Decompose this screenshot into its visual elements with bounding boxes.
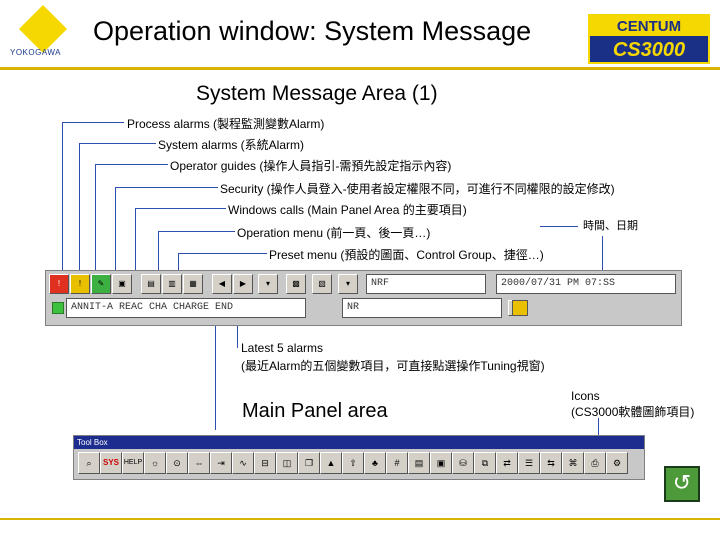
sys-button[interactable]: SYS xyxy=(100,452,122,474)
yokogawa-logo-text: YOKOGAWA xyxy=(10,48,61,57)
transfer-icon[interactable]: ⇄ xyxy=(496,452,518,474)
label-preset-menu: Preset menu (預設的圖面、Control Group、捷徑…) xyxy=(269,248,544,262)
comment-icon[interactable]: ◫ xyxy=(276,452,298,474)
operator-guide-button[interactable]: ✎ xyxy=(91,274,111,294)
datetime-field: 2000/07/31 PM 07:SS xyxy=(496,274,676,294)
arrows-in-icon[interactable]: ⇔ xyxy=(188,452,210,474)
system-message-window: ! ! ✎ ▣ ▤ ▥ ▦ ◀ ▶ ▾ ▩ ▧ ▾ NRF 2000/07/31… xyxy=(45,270,682,326)
list-icon[interactable]: ☰ xyxy=(518,452,540,474)
label-icons-detail: (CS3000軟體圖飾項目) xyxy=(571,405,695,419)
label-latest-alarms-detail: (最近Alarm的五個變數項目，可直接點選操作Tuning視窗) xyxy=(241,359,545,373)
window-icon[interactable]: ▧ xyxy=(312,274,332,294)
search-icon[interactable]: ⌕ xyxy=(78,452,100,474)
alarm-status-icon xyxy=(52,302,64,314)
panel-icon[interactable]: ▤ xyxy=(408,452,430,474)
gauge-icon[interactable]: ⊙ xyxy=(166,452,188,474)
database-icon[interactable]: ⛁ xyxy=(452,452,474,474)
next-page-button[interactable]: ▶ xyxy=(233,274,253,294)
copy-icon[interactable]: ⧉ xyxy=(474,452,496,474)
section-title: System Message Area (1) xyxy=(196,82,438,105)
tool-box: Tool Box ⌕ SYS HELP ☼ ⊙ ⇔ ⇥ ∿ ⊟ ◫ ❐ ▲ ⇧ … xyxy=(73,435,645,480)
return-button[interactable]: ↺ xyxy=(664,466,700,502)
bulb-icon[interactable]: ☼ xyxy=(144,452,166,474)
prev-page-button[interactable]: ◀ xyxy=(212,274,232,294)
label-main-panel-area: Main Panel area xyxy=(242,400,388,422)
window-stack-icon[interactable]: ❐ xyxy=(298,452,320,474)
label-process-alarms: Process alarms (製程監測變數Alarm) xyxy=(127,117,325,131)
security-button[interactable]: ▣ xyxy=(112,274,132,294)
label-operation-menu: Operation menu (前一頁、後一頁…) xyxy=(237,226,431,240)
label-system-alarms: System alarms (系統Alarm) xyxy=(158,138,305,152)
message-flag-icon[interactable] xyxy=(512,300,528,316)
window-call-graphic-button[interactable]: ▥ xyxy=(162,274,182,294)
footer-divider xyxy=(0,518,720,520)
tool-box-title: Tool Box xyxy=(74,436,644,449)
window-call-overview-button[interactable]: ▤ xyxy=(141,274,161,294)
collapse-icon[interactable]: ⇥ xyxy=(210,452,232,474)
label-datetime: 時間、日期 xyxy=(583,220,638,232)
graph-icon[interactable]: ▲ xyxy=(320,452,342,474)
label-icons: Icons xyxy=(571,389,600,403)
monitor-icon[interactable]: ▣ xyxy=(430,452,452,474)
label-security: Security (操作人員登入-使用者設定權限不同，可進行不同權限的設定修改) xyxy=(220,182,615,196)
label-latest-alarms: Latest 5 alarms xyxy=(241,341,324,355)
up-arrow-icon[interactable]: ⇧ xyxy=(342,452,364,474)
sequence-icon[interactable]: ⊟ xyxy=(254,452,276,474)
page-title: Operation window: System Message xyxy=(93,16,532,46)
trend-icon[interactable]: ∿ xyxy=(232,452,254,474)
print-icon[interactable]: ⎙ xyxy=(584,452,606,474)
latest-alarm-message[interactable]: ANNIT-A REAC CHA CHARGE END xyxy=(66,298,306,318)
network-icon[interactable]: ⌘ xyxy=(562,452,584,474)
swap-icon[interactable]: ⇆ xyxy=(540,452,562,474)
header-divider xyxy=(0,67,720,70)
tree-icon[interactable]: ♣ xyxy=(364,452,386,474)
help-button[interactable]: HELP xyxy=(122,452,144,474)
label-windows-calls: Windows calls (Main Panel Area 的主要項目) xyxy=(228,203,467,217)
process-alarm-button[interactable]: ! xyxy=(49,274,69,294)
alarm-nr-field[interactable]: NR xyxy=(342,298,502,318)
window-grid-icon[interactable]: ▩ xyxy=(286,274,306,294)
preset-menu-button[interactable]: ▾ xyxy=(258,274,278,294)
centum-cs3000-logo: CENTUM CS3000 xyxy=(588,14,710,64)
grid-icon[interactable]: # xyxy=(386,452,408,474)
settings-icon[interactable]: ⚙ xyxy=(606,452,628,474)
brand-top-text: CENTUM xyxy=(617,18,681,35)
yokogawa-logo-icon xyxy=(18,4,68,54)
dropdown-icon[interactable]: ▾ xyxy=(338,274,358,294)
nrf-field: NRF xyxy=(366,274,486,294)
window-call-trend-button[interactable]: ▦ xyxy=(183,274,203,294)
brand-bottom-text: CS3000 xyxy=(613,39,685,61)
system-alarm-button[interactable]: ! xyxy=(70,274,90,294)
label-operator-guides: Operator guides (操作人員指引-需預先設定指示內容) xyxy=(170,159,452,173)
